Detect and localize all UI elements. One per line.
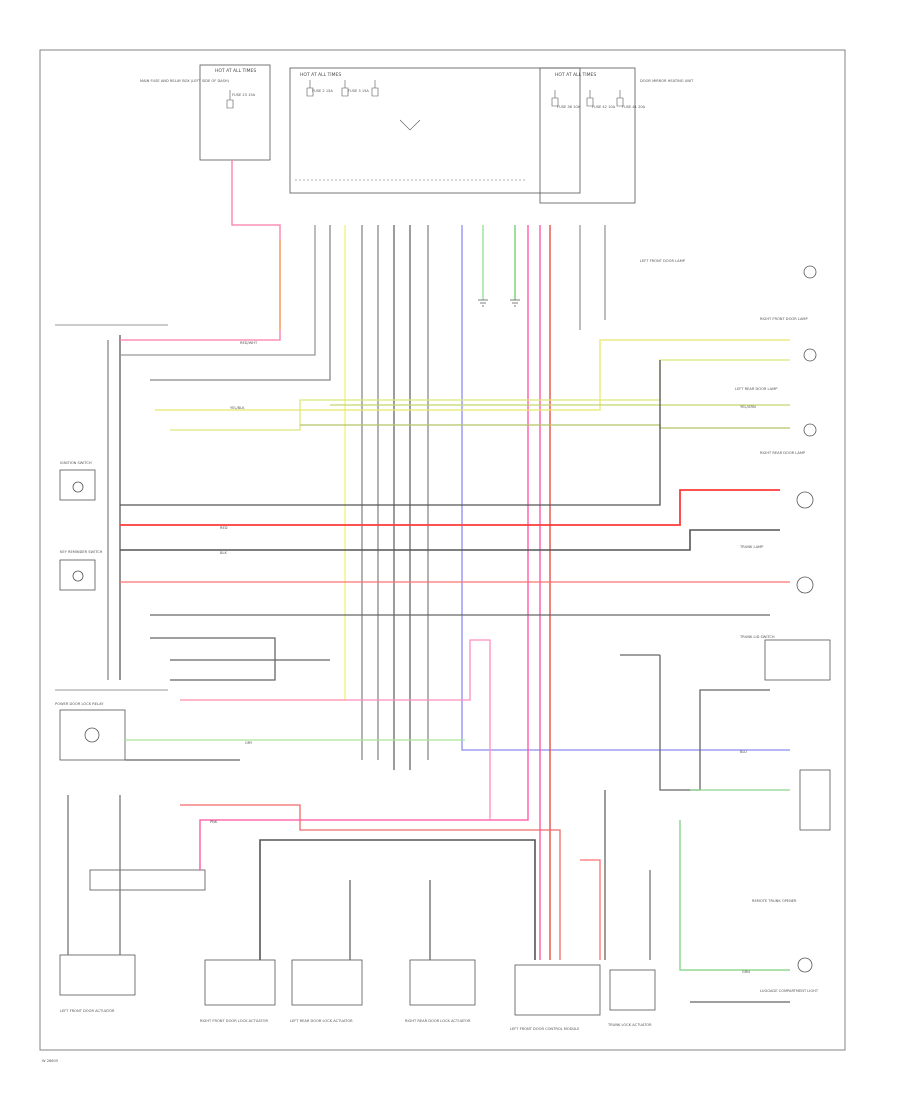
fuse-label-4: FUSE 38 10A bbox=[557, 105, 581, 109]
fuse-symbols bbox=[226, 80, 624, 131]
bottom-box-3 bbox=[291, 959, 363, 1006]
bottom-label-4: RIGHT REAR DOOR LOCK ACTUATOR bbox=[405, 1019, 471, 1023]
wire-label-yel-blk: YEL/BLK bbox=[230, 406, 245, 410]
bottom-components: LEFT FRONT DOOR ACTUATOR RIGHT FRONT DOO… bbox=[59, 954, 656, 1031]
wire-black-12 bbox=[659, 655, 770, 791]
fuse-block-label-1: HOT AT ALL TIMES bbox=[215, 68, 256, 74]
fuse-block-left bbox=[199, 64, 271, 161]
wire-green-4 bbox=[679, 820, 790, 971]
fuse-block-label-2: HOT AT ALL TIMES bbox=[300, 72, 341, 78]
wire-label-blk: BLK bbox=[220, 551, 227, 555]
fuse-label-6: FUSE 41 20A bbox=[622, 105, 646, 109]
connector-strip bbox=[89, 869, 206, 891]
lamp-label-1: LEFT FRONT DOOR LAMP bbox=[640, 259, 686, 263]
remote-trunk-label: REMOTE TRUNK OPENER bbox=[752, 899, 797, 903]
luggage-light-icon bbox=[797, 957, 813, 973]
wire-yel-grn-2 bbox=[300, 424, 790, 429]
wire-label-yel-grn: YEL/GRN bbox=[740, 405, 756, 409]
diagram-frame bbox=[39, 49, 846, 1051]
bottom-box-5 bbox=[514, 964, 601, 1016]
bottom-box-1 bbox=[59, 954, 136, 996]
lamp-icon-4 bbox=[796, 491, 814, 509]
page-code: W 26605 bbox=[42, 1059, 58, 1063]
wiring bbox=[67, 160, 790, 1003]
bottom-label-6: TRUNK LOCK ACTUATOR bbox=[607, 1023, 652, 1027]
bottom-label-3: LEFT REAR DOOR LOCK ACTUATOR bbox=[290, 1019, 353, 1023]
key-switch-box bbox=[59, 559, 96, 591]
wire-red-4 bbox=[180, 804, 561, 960]
door-lock-relay-box bbox=[59, 709, 126, 761]
bottom-box-4 bbox=[409, 959, 476, 1006]
wire-labels: RED/WHT YEL/BLK YEL/GRN RED BLK BLU GRN … bbox=[210, 341, 756, 974]
lamp-icon-5 bbox=[796, 576, 814, 594]
ignition-switch-label: IGNITION SWITCH bbox=[60, 461, 92, 465]
wire-gray-1 bbox=[120, 225, 316, 356]
key-switch-symbol bbox=[72, 570, 84, 582]
wire-black-2 bbox=[120, 529, 780, 551]
wire-label-gry: GRY bbox=[245, 741, 253, 745]
wire-red-wht-1 bbox=[120, 160, 281, 341]
ground-icon-1 bbox=[478, 299, 488, 307]
lamp-label-5: TRUNK LAMP bbox=[739, 545, 764, 549]
wire-label-red-wht: RED/WHT bbox=[240, 341, 258, 345]
lamp-icon-1 bbox=[803, 265, 817, 279]
fuse-label-3: FUSE 3 15A bbox=[348, 89, 369, 93]
wire-black-1 bbox=[120, 360, 661, 506]
fuse-block-main bbox=[289, 67, 581, 194]
bottom-box-2 bbox=[204, 959, 276, 1006]
door-lock-relay-label: POWER DOOR LOCK RELAY bbox=[55, 702, 104, 706]
wire-gray-2 bbox=[150, 225, 331, 381]
door-lock-relay-symbol bbox=[84, 727, 100, 743]
lamp-icon-2 bbox=[803, 348, 817, 362]
lamp-label-4: RIGHT REAR DOOR LAMP bbox=[760, 451, 806, 455]
luggage-light-label: LUGGAGE COMPARTMENT LIGHT bbox=[760, 989, 819, 993]
wire-pink-main bbox=[199, 225, 529, 870]
fuse-block-label-3: HOT AT ALL TIMES bbox=[555, 72, 596, 78]
wire-red-main bbox=[120, 489, 780, 526]
left-top-component-label: MAIN FUSE AND RELAY BOX (LEFT SIDE OF DA… bbox=[140, 79, 230, 83]
wire-red-5 bbox=[580, 859, 601, 960]
ground-icon-2 bbox=[510, 299, 520, 307]
bottom-label-5: LEFT FRONT DOOR CONTROL MODULE bbox=[510, 1027, 580, 1031]
right-lamps: LEFT FRONT DOOR LAMP RIGHT FRONT DOOR LA… bbox=[640, 259, 831, 993]
ground-symbols bbox=[478, 299, 520, 307]
trunk-switch-box bbox=[764, 639, 831, 681]
lamp-label-3: LEFT REAR DOOR LAMP bbox=[735, 387, 778, 391]
trunk-relay-box bbox=[799, 769, 831, 831]
ignition-switch-box bbox=[59, 469, 96, 501]
wire-label-red: RED bbox=[220, 526, 228, 530]
right-top-component-label: DOOR MIRROR HEATING UNIT bbox=[640, 79, 694, 83]
fuse-label-1: FUSE 23 15A bbox=[232, 93, 256, 97]
fuse-block-right bbox=[539, 67, 636, 204]
wire-label-grn: GRN bbox=[742, 970, 750, 974]
key-switch-label: KEY REMINDER SWITCH bbox=[60, 550, 103, 554]
left-connector-bus: IGNITION SWITCH KEY REMINDER SWITCH bbox=[55, 324, 168, 691]
bottom-box-6 bbox=[609, 969, 656, 1011]
wire-label-blu: BLU bbox=[740, 750, 747, 754]
fuse-label-5: FUSE 42 10A bbox=[592, 105, 616, 109]
wire-yellow-1 bbox=[180, 225, 346, 701]
lamp-label-2: RIGHT FRONT DOOR LAMP bbox=[760, 317, 809, 321]
ignition-switch-symbol bbox=[72, 481, 84, 493]
fuse-label-2: FUSE 2 15A bbox=[312, 89, 333, 93]
trunk-switch-label: TRUNK LID SWITCH bbox=[739, 635, 775, 639]
wire-yel-blk-2 bbox=[170, 359, 790, 431]
lamp-icon-3 bbox=[803, 423, 817, 437]
wire-blue bbox=[461, 225, 790, 751]
wire-black-4 bbox=[150, 637, 276, 681]
wire-label-pnk: PNK bbox=[210, 820, 218, 824]
wire-pink-3 bbox=[180, 639, 491, 820]
bottom-label-2: RIGHT FRONT DOOR LOCK ACTUATOR bbox=[200, 1019, 269, 1023]
door-lock-relay: POWER DOOR LOCK RELAY bbox=[55, 702, 206, 891]
top-fuse-boxes: HOT AT ALL TIMES HOT AT ALL TIMES HOT AT… bbox=[140, 64, 694, 204]
bottom-label-1: LEFT FRONT DOOR ACTUATOR bbox=[60, 1009, 115, 1013]
wire-yel-blk-1 bbox=[155, 339, 790, 411]
wire-black-9 bbox=[259, 839, 536, 960]
